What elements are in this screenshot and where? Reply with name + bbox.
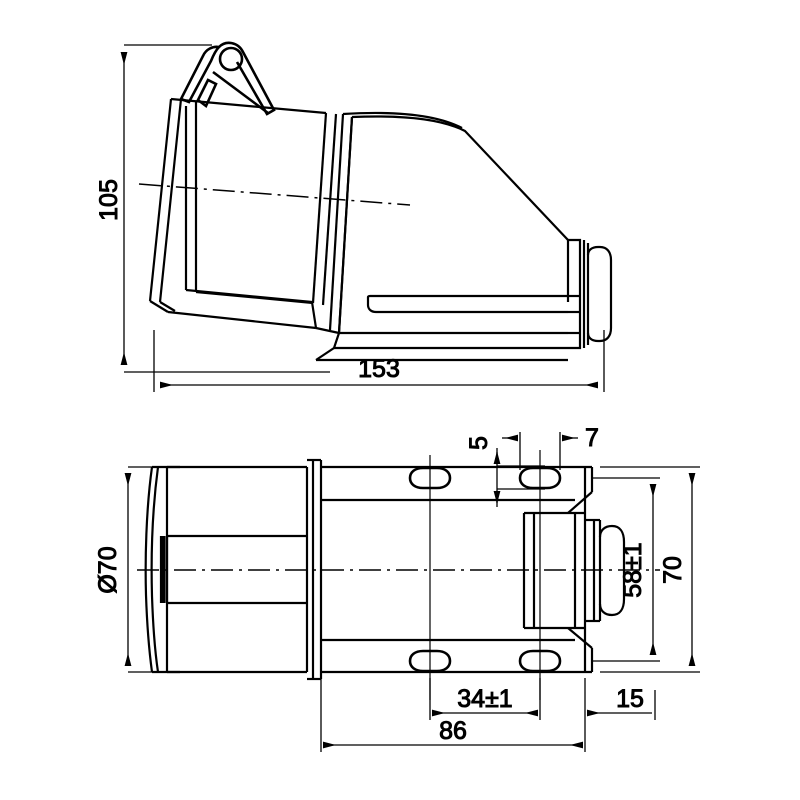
dimension-diameter-70 <box>124 466 155 673</box>
view-bottom-plan: Ø70 5 7 58±1 70 <box>94 424 700 752</box>
inclined-lid-face <box>148 97 327 330</box>
slot-centrelines <box>429 450 541 700</box>
dimension-label-slot-7: 7 <box>585 424 599 452</box>
dimension-length-153 <box>153 330 605 392</box>
hinge-pin-hole <box>218 46 244 72</box>
dimension-width-70 <box>600 466 700 673</box>
mounting-slot-bottom-right <box>518 649 562 673</box>
dimension-pitch-58 <box>592 477 660 662</box>
dimension-label-height-105: 105 <box>95 179 123 221</box>
mounting-slot-top-right <box>518 466 562 490</box>
mounting-slot-bottom-left <box>408 649 452 673</box>
dimension-height-105 <box>120 44 330 373</box>
dimension-slot-7 <box>502 432 578 470</box>
dimension-label-length-86: 86 <box>439 717 467 745</box>
view-side-elevation: 105 153 <box>95 41 613 392</box>
dimension-edge-15 <box>584 678 656 720</box>
rear-cable-gland <box>568 238 613 350</box>
dimension-label-edge-15: 15 <box>616 685 644 713</box>
mounting-slot-top-left <box>408 466 452 490</box>
dimension-label-diameter-70: Ø70 <box>94 546 122 593</box>
body-lower-shoulder <box>366 294 568 314</box>
dimension-label-pitch-58: 58±1 <box>619 542 647 597</box>
dimension-label-length-153: 153 <box>358 355 400 383</box>
dimension-label-width-70: 70 <box>659 556 687 584</box>
dimension-offset-5 <box>493 448 545 507</box>
body-outline <box>337 111 570 334</box>
dimension-length-86 <box>320 679 586 752</box>
dimension-pitch-34 <box>429 678 541 720</box>
centreline-side-view <box>138 183 411 206</box>
base-plate <box>315 331 568 362</box>
lid-edge-cap <box>144 465 180 674</box>
dimension-label-offset-5: 5 <box>465 436 493 450</box>
dimension-label-pitch-34: 34±1 <box>457 685 512 713</box>
